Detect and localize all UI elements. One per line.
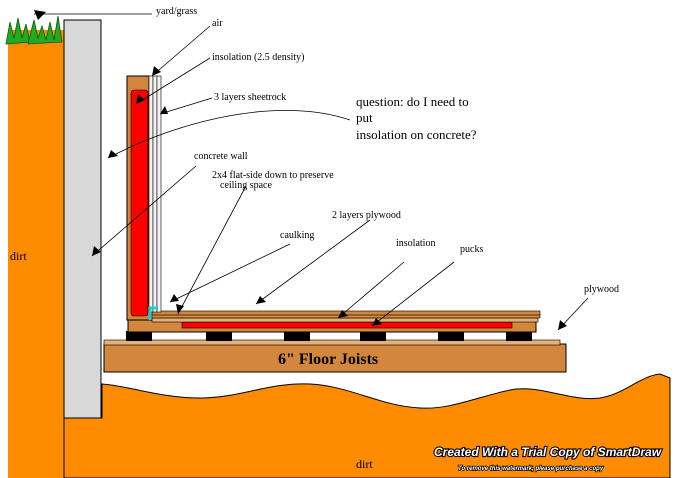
label-dirt-left: dirt [10,249,27,263]
label-flat-side-2: ceiling space [220,180,272,191]
floor-joists [103,343,567,373]
joist-top-plywood [103,339,561,346]
question-line-1: question: do I need to [356,94,469,109]
label-2-layers-plywood: 2 layers plywood [332,210,401,221]
label-yard-grass: yard/grass [156,6,197,17]
wall-insulation [130,89,149,317]
leader-arrowheads [34,10,567,330]
watermark-line-1: Created With a Trial Copy of SmartDraw [434,445,662,459]
leader-lines [34,13,589,331]
floor-insulation [181,321,513,329]
label-flat-side-1: 2x4 flat-side down to preserve [212,170,334,181]
pucks [126,331,532,341]
sheetrock-layer-1 [148,75,154,313]
label-insolation-density: insolation (2.5 density) [212,52,305,63]
dirt-bottom [63,373,671,478]
label-dirt-bottom: dirt [356,457,373,471]
label-concrete-wall: concrete wall [194,151,248,162]
label-caulking: caulking [280,230,314,241]
question-line-3: insolation on concrete? [356,127,477,142]
label-pucks: pucks [460,244,483,255]
label-plywood: plywood [584,284,619,295]
label-sheetrock: 3 layers sheetrock [214,92,286,103]
label-insolation: insolation [396,238,435,249]
question-line-2: put [356,110,373,125]
floor-joists-label: 6" Floor Joists [278,351,378,368]
dirt-left [8,30,66,478]
label-air: air [212,18,223,29]
sheetrock-layer-3 [156,75,162,313]
floor-2x4 [151,317,539,323]
concrete-wall [63,19,102,419]
grass [5,15,63,45]
watermark-line-2: To remove this watermark, please purchas… [458,466,604,472]
caulking [148,306,158,320]
sheetrock-layer-2 [152,75,158,313]
